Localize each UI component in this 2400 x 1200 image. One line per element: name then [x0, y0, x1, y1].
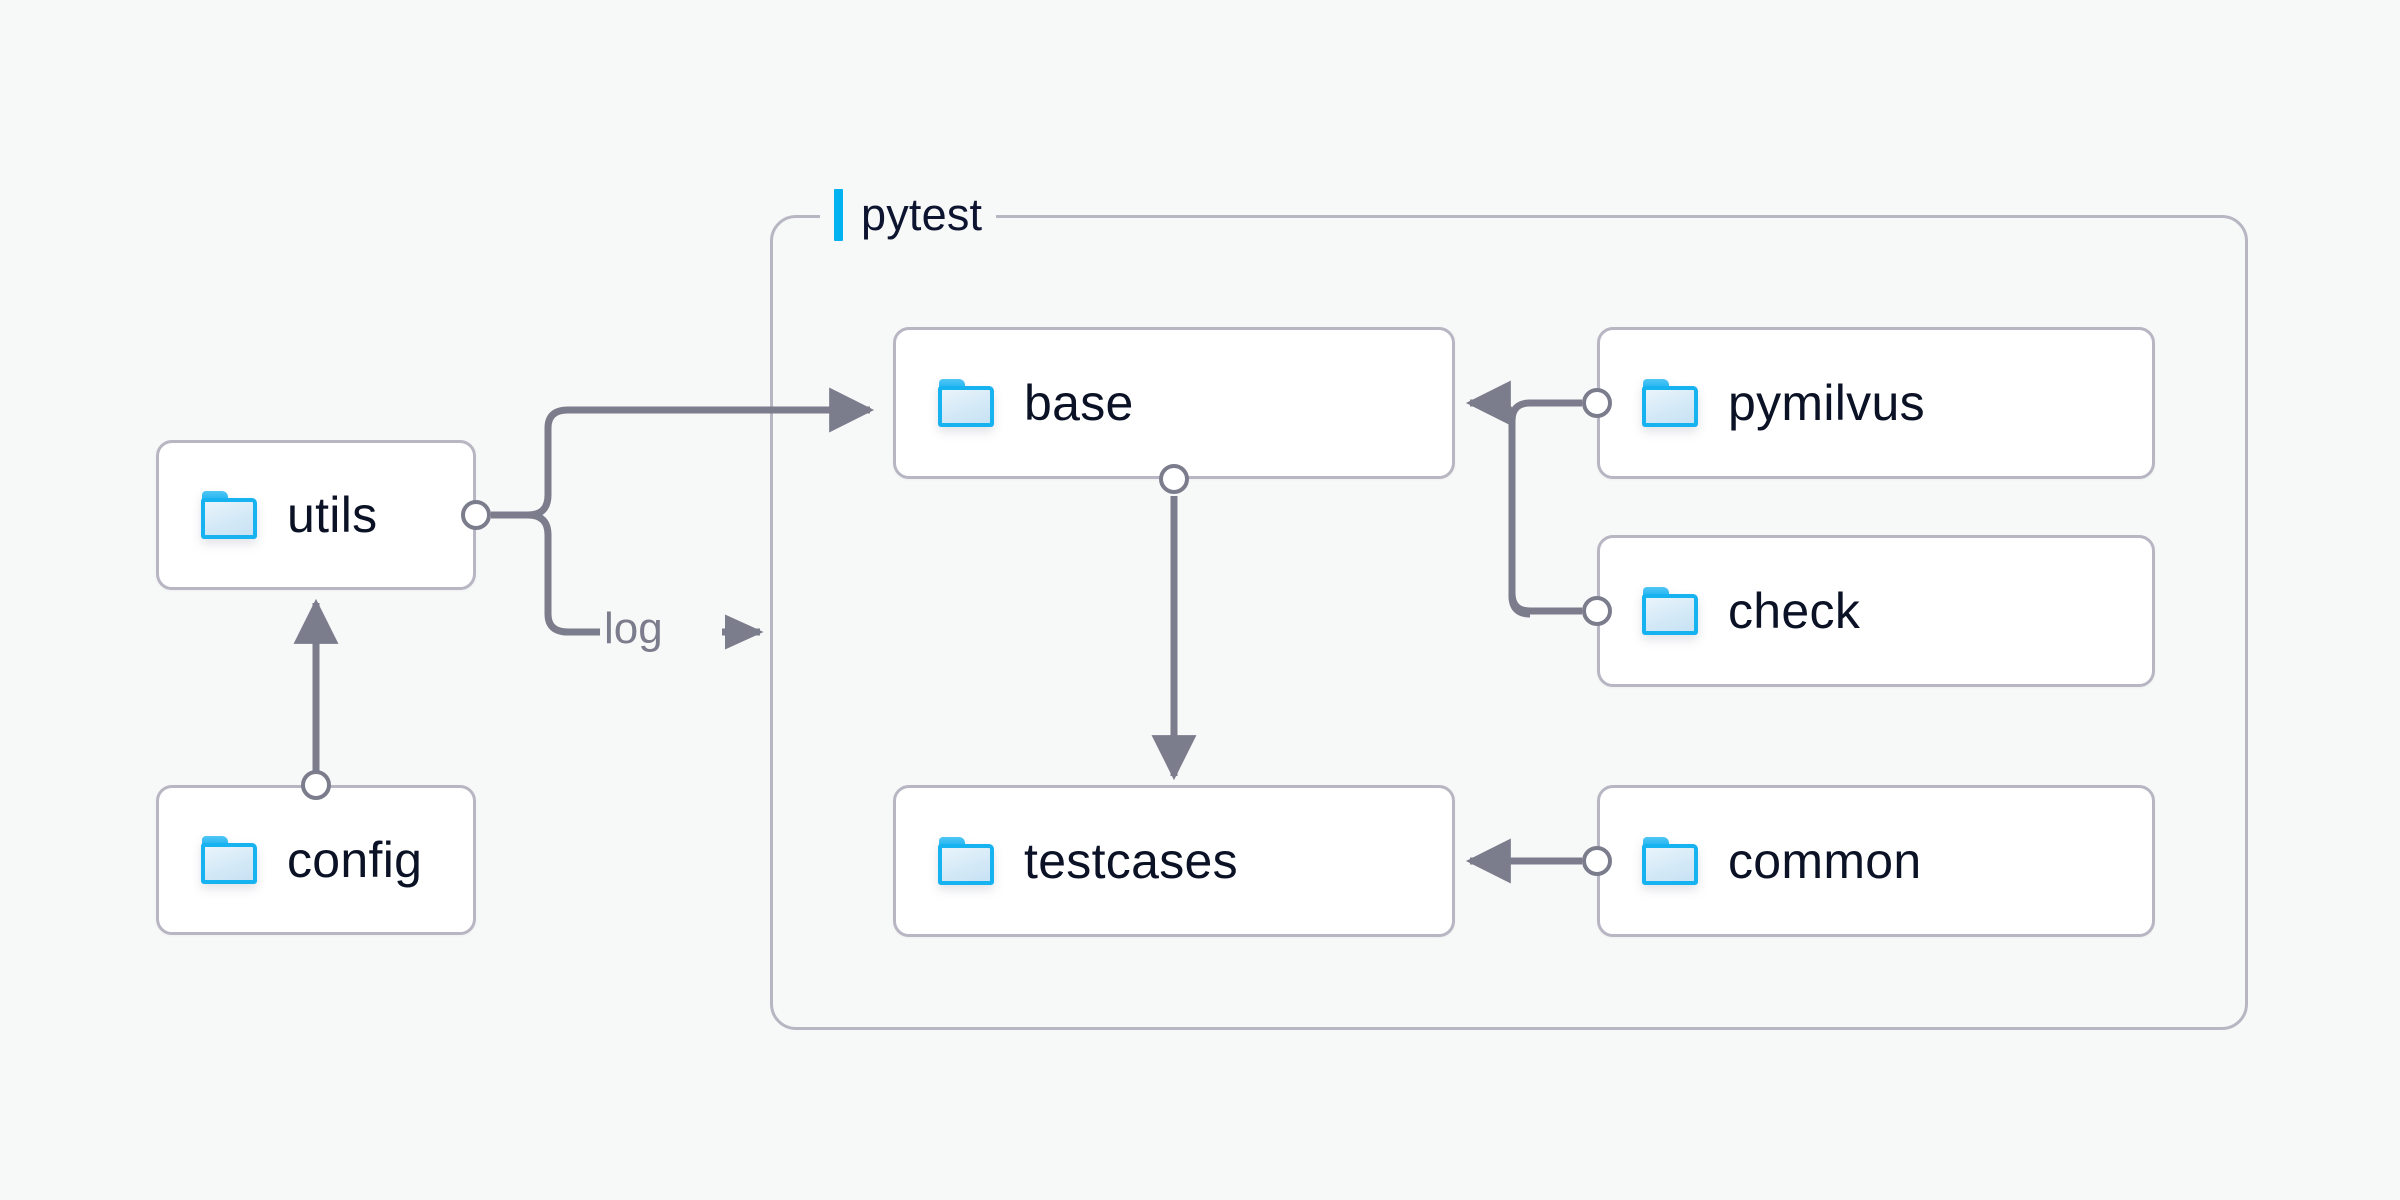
node-check[interactable]: check — [1597, 535, 2155, 687]
node-utils[interactable]: utils — [156, 440, 476, 590]
port-base-bottom[interactable] — [1159, 464, 1189, 494]
folder-tab — [1643, 379, 1669, 390]
edge-utils-to-base[interactable] — [527, 387, 875, 519]
folder-icon — [201, 836, 257, 884]
edge-check-to-base[interactable] — [1465, 380, 1582, 615]
folder-icon — [1642, 837, 1698, 885]
node-label: pymilvus — [1728, 375, 1925, 431]
folder-body — [1642, 594, 1698, 635]
folder-body — [201, 498, 257, 539]
node-label: base — [1024, 375, 1134, 431]
edge-utils-to-log[interactable] — [527, 511, 600, 636]
port-pymilvus-left[interactable] — [1582, 388, 1612, 418]
folder-tab — [202, 836, 228, 847]
port-config-top[interactable] — [301, 770, 331, 800]
pytest-group-container[interactable] — [770, 215, 2248, 1030]
folder-icon — [938, 837, 994, 885]
folder-icon — [1642, 379, 1698, 427]
folder-tab — [202, 491, 228, 502]
edge-pymilvus-to-base[interactable] — [1508, 399, 1582, 618]
port-check-left[interactable] — [1582, 596, 1612, 626]
port-utils-right[interactable] — [461, 500, 491, 530]
pytest-group-label: pytest — [820, 184, 997, 246]
node-label: config — [287, 832, 423, 888]
group-title-text: pytest — [861, 189, 983, 240]
folder-tab — [939, 379, 965, 390]
folder-tab — [1643, 587, 1669, 598]
folder-tab — [1643, 837, 1669, 848]
folder-icon — [201, 491, 257, 539]
node-label: testcases — [1024, 833, 1238, 889]
node-config[interactable]: config — [156, 785, 476, 935]
folder-icon — [1642, 587, 1698, 635]
folder-body — [1642, 844, 1698, 885]
group-accent-bar — [834, 189, 843, 241]
folder-body — [201, 843, 257, 884]
node-label: check — [1728, 583, 1861, 639]
edge-label-log: log — [604, 604, 663, 653]
node-testcases[interactable]: testcases — [893, 785, 1455, 937]
node-common[interactable]: common — [1597, 785, 2155, 937]
folder-body — [938, 386, 994, 427]
node-base[interactable]: base — [893, 327, 1455, 479]
folder-body — [1642, 386, 1698, 427]
folder-body — [938, 844, 994, 885]
folder-icon — [938, 379, 994, 427]
folder-tab — [939, 837, 965, 848]
node-pymilvus[interactable]: pymilvus — [1597, 327, 2155, 479]
node-label: common — [1728, 833, 1922, 889]
port-common-left[interactable] — [1582, 846, 1612, 876]
node-label: utils — [287, 487, 378, 543]
